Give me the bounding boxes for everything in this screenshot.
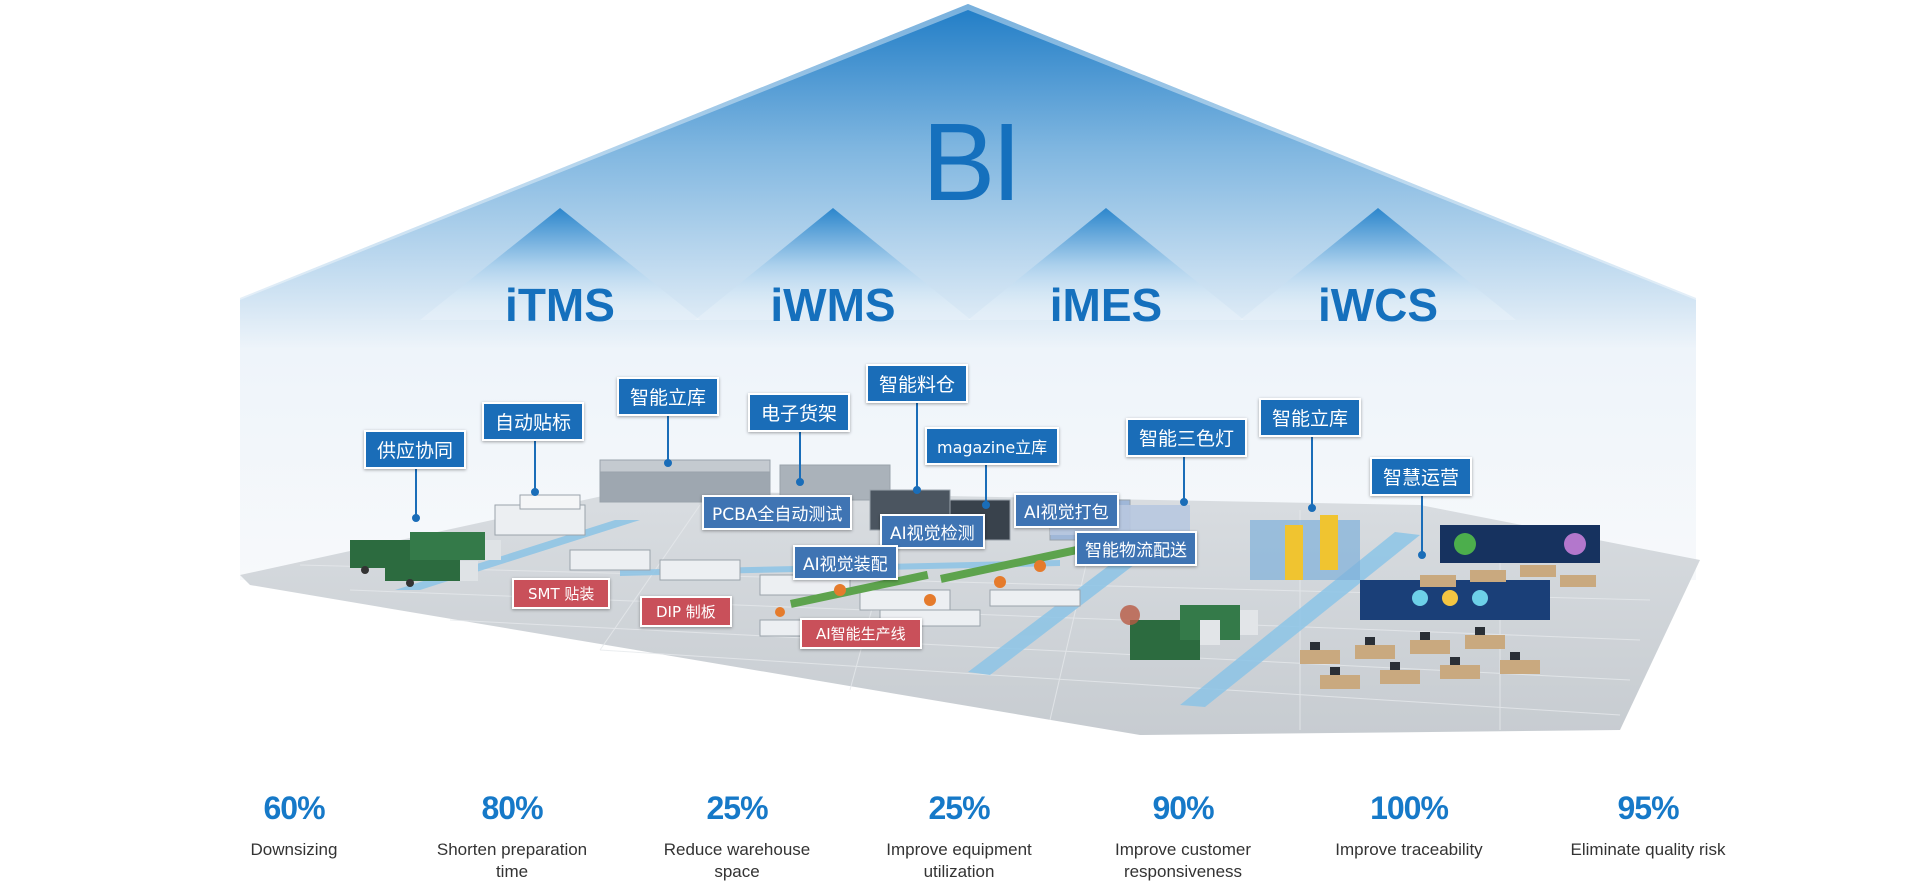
stat-preparation: 80% Shorten preparation time <box>397 790 627 883</box>
system-iwcs: iWCS <box>1317 279 1439 331</box>
tag-ai-assembly: AI视觉装配 <box>793 545 898 580</box>
stat-value: 80% <box>481 790 543 826</box>
stat-traceability: 100% Improve traceability <box>1294 790 1524 861</box>
tag-dip: DIP 制板 <box>640 596 732 627</box>
stat-label: Reduce warehouse space <box>663 840 811 881</box>
stat-value: 90% <box>1152 790 1214 826</box>
stat-label: Eliminate quality risk <box>1570 840 1726 859</box>
system-itms: iTMS <box>505 279 615 331</box>
stat-downsizing: 60% Downsizing <box>179 790 409 861</box>
system-iwms: iWMS <box>770 279 896 331</box>
tag-pcba-test: PCBA全自动测试 <box>702 495 853 530</box>
stat-label: Improve equipment utilization <box>886 840 1032 881</box>
tag-material-bin: 智能料仓 <box>866 364 969 403</box>
stat-customer: 90% Improve customer responsiveness <box>1068 790 1298 883</box>
tag-smart-storage-1: 智能立库 <box>617 377 720 416</box>
stat-value: 60% <box>263 790 325 826</box>
stat-label: Downsizing <box>250 840 338 859</box>
system-imes: iMES <box>1049 279 1163 331</box>
stat-label: Improve customer responsiveness <box>1114 840 1252 881</box>
tag-smart-operations: 智慧运营 <box>1370 457 1473 496</box>
stat-label: Improve traceability <box>1335 840 1483 859</box>
stat-value: 95% <box>1617 790 1679 826</box>
stat-equipment: 25% Improve equipment utilization <box>844 790 1074 883</box>
tag-ai-packing: AI视觉打包 <box>1014 493 1119 528</box>
tag-smart-storage-2: 智能立库 <box>1259 398 1362 437</box>
tag-auto-labeling: 自动贴标 <box>482 402 585 441</box>
tag-smt: SMT 贴装 <box>512 578 611 609</box>
stat-quality: 95% Eliminate quality risk <box>1533 790 1763 861</box>
logistics-trucks <box>1120 605 1258 660</box>
system-peaks <box>420 208 1516 320</box>
conveyor-lines <box>790 545 1079 608</box>
bi-title: BI <box>922 101 1022 224</box>
stat-value: 25% <box>706 790 768 826</box>
storage-racks <box>1050 505 1360 580</box>
stat-warehouse: 25% Reduce warehouse space <box>622 790 852 883</box>
tag-smart-logistics: 智能物流配送 <box>1075 531 1197 566</box>
tag-electronic-shelf: 电子货架 <box>748 393 851 432</box>
stat-label: Shorten preparation time <box>436 840 588 881</box>
stat-value: 25% <box>928 790 990 826</box>
tag-ai-inspection: AI视觉检测 <box>880 514 985 549</box>
trucks <box>350 532 501 587</box>
tag-magazine-storage: magazine立库 <box>925 427 1060 465</box>
stat-value: 100% <box>1370 790 1449 826</box>
tag-tricolor-light: 智能三色灯 <box>1126 418 1248 457</box>
operations-center <box>1300 525 1600 689</box>
tag-ai-line: AI智能生产线 <box>800 618 922 649</box>
tag-supply-collaboration: 供应协同 <box>364 430 467 469</box>
